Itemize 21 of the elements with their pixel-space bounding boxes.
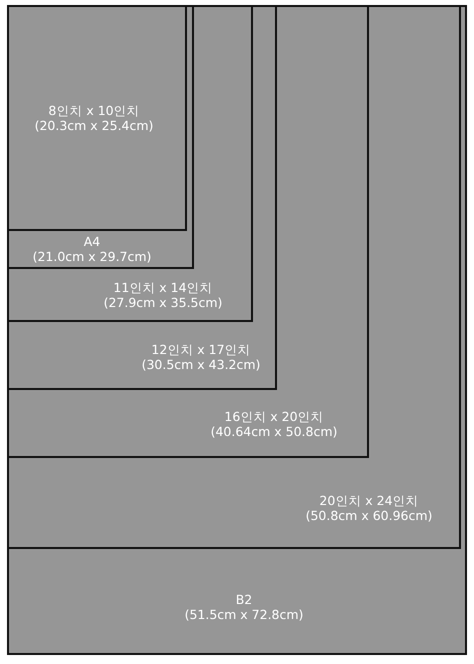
paper-size-rect <box>7 5 253 322</box>
paper-size-rect <box>7 5 187 231</box>
paper-size-rect <box>7 5 194 269</box>
size-dimensions: (40.64cm x 50.8cm) <box>210 424 338 439</box>
size-name: 16인치 x 20인치 <box>224 409 324 424</box>
size-dimensions: (50.8cm x 60.96cm) <box>306 508 432 523</box>
size-name: B2 <box>236 592 252 607</box>
paper-size-rect <box>7 5 467 655</box>
size-name: 20인치 x 24인치 <box>319 493 419 508</box>
size-name: 8인치 x 10인치 <box>48 103 140 118</box>
paper-size-rect <box>7 5 369 458</box>
size-dimensions: (51.5cm x 72.8cm) <box>184 607 304 622</box>
size-dimensions: (20.3cm x 25.4cm) <box>34 118 154 133</box>
size-dimensions: (30.5cm x 43.2cm) <box>142 357 260 372</box>
size-dimensions: (21.0cm x 29.7cm) <box>32 249 152 264</box>
paper-size-rect <box>7 5 277 390</box>
size-name: A4 <box>84 234 100 249</box>
paper-size-rect <box>7 5 461 549</box>
size-name: 12인치 x 17인치 <box>151 342 251 357</box>
size-name: 11인치 x 14인치 <box>113 280 213 295</box>
size-dimensions: (27.9cm x 35.5cm) <box>104 295 222 310</box>
